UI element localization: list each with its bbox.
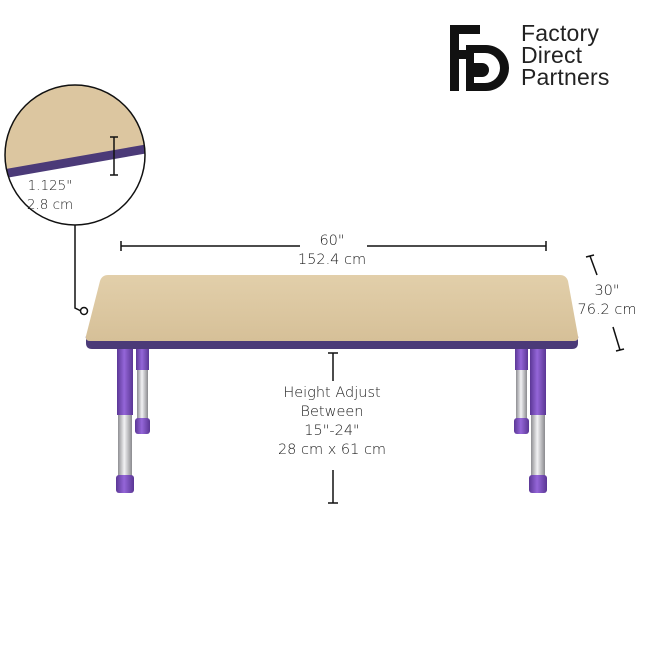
depth-cm: 76.2 cm [577,302,637,318]
brand-name-line-1: Factory [521,20,600,46]
table-top [85,275,579,349]
height-line-2: Between [300,404,364,420]
width-cm: 152.4 cm [297,252,367,268]
width-inches: 60" [319,233,345,249]
width-label: 60" 152.4 cm [282,232,382,270]
depth-label: 30" 76.2 cm [572,282,642,320]
height-label: Height Adjust Between 15"-24" 28 cm x 61… [262,384,402,460]
edge-detail-callout [4,84,146,316]
width-dimension-line [120,241,547,251]
depth-dimension-line [585,254,625,352]
height-range-cm: 28 cm x 61 cm [277,442,387,458]
brand-logo-icon [450,25,509,91]
back-legs [135,345,529,434]
brand-name-line-2: Direct [521,42,583,68]
height-range-inches: 15"-24" [304,423,360,439]
brand-name-line-3: Partners [521,64,610,90]
brand-name: Factory Direct Partners [521,20,610,90]
height-dimension-line [328,352,338,504]
front-legs [116,349,547,493]
thickness-inches: 1.125" [27,178,73,194]
thickness-cm: 2.8 cm [26,197,74,213]
height-line-1: Height Adjust [283,385,381,401]
thickness-label: 1.125" 2.8 cm [20,177,80,215]
depth-inches: 30" [594,283,620,299]
